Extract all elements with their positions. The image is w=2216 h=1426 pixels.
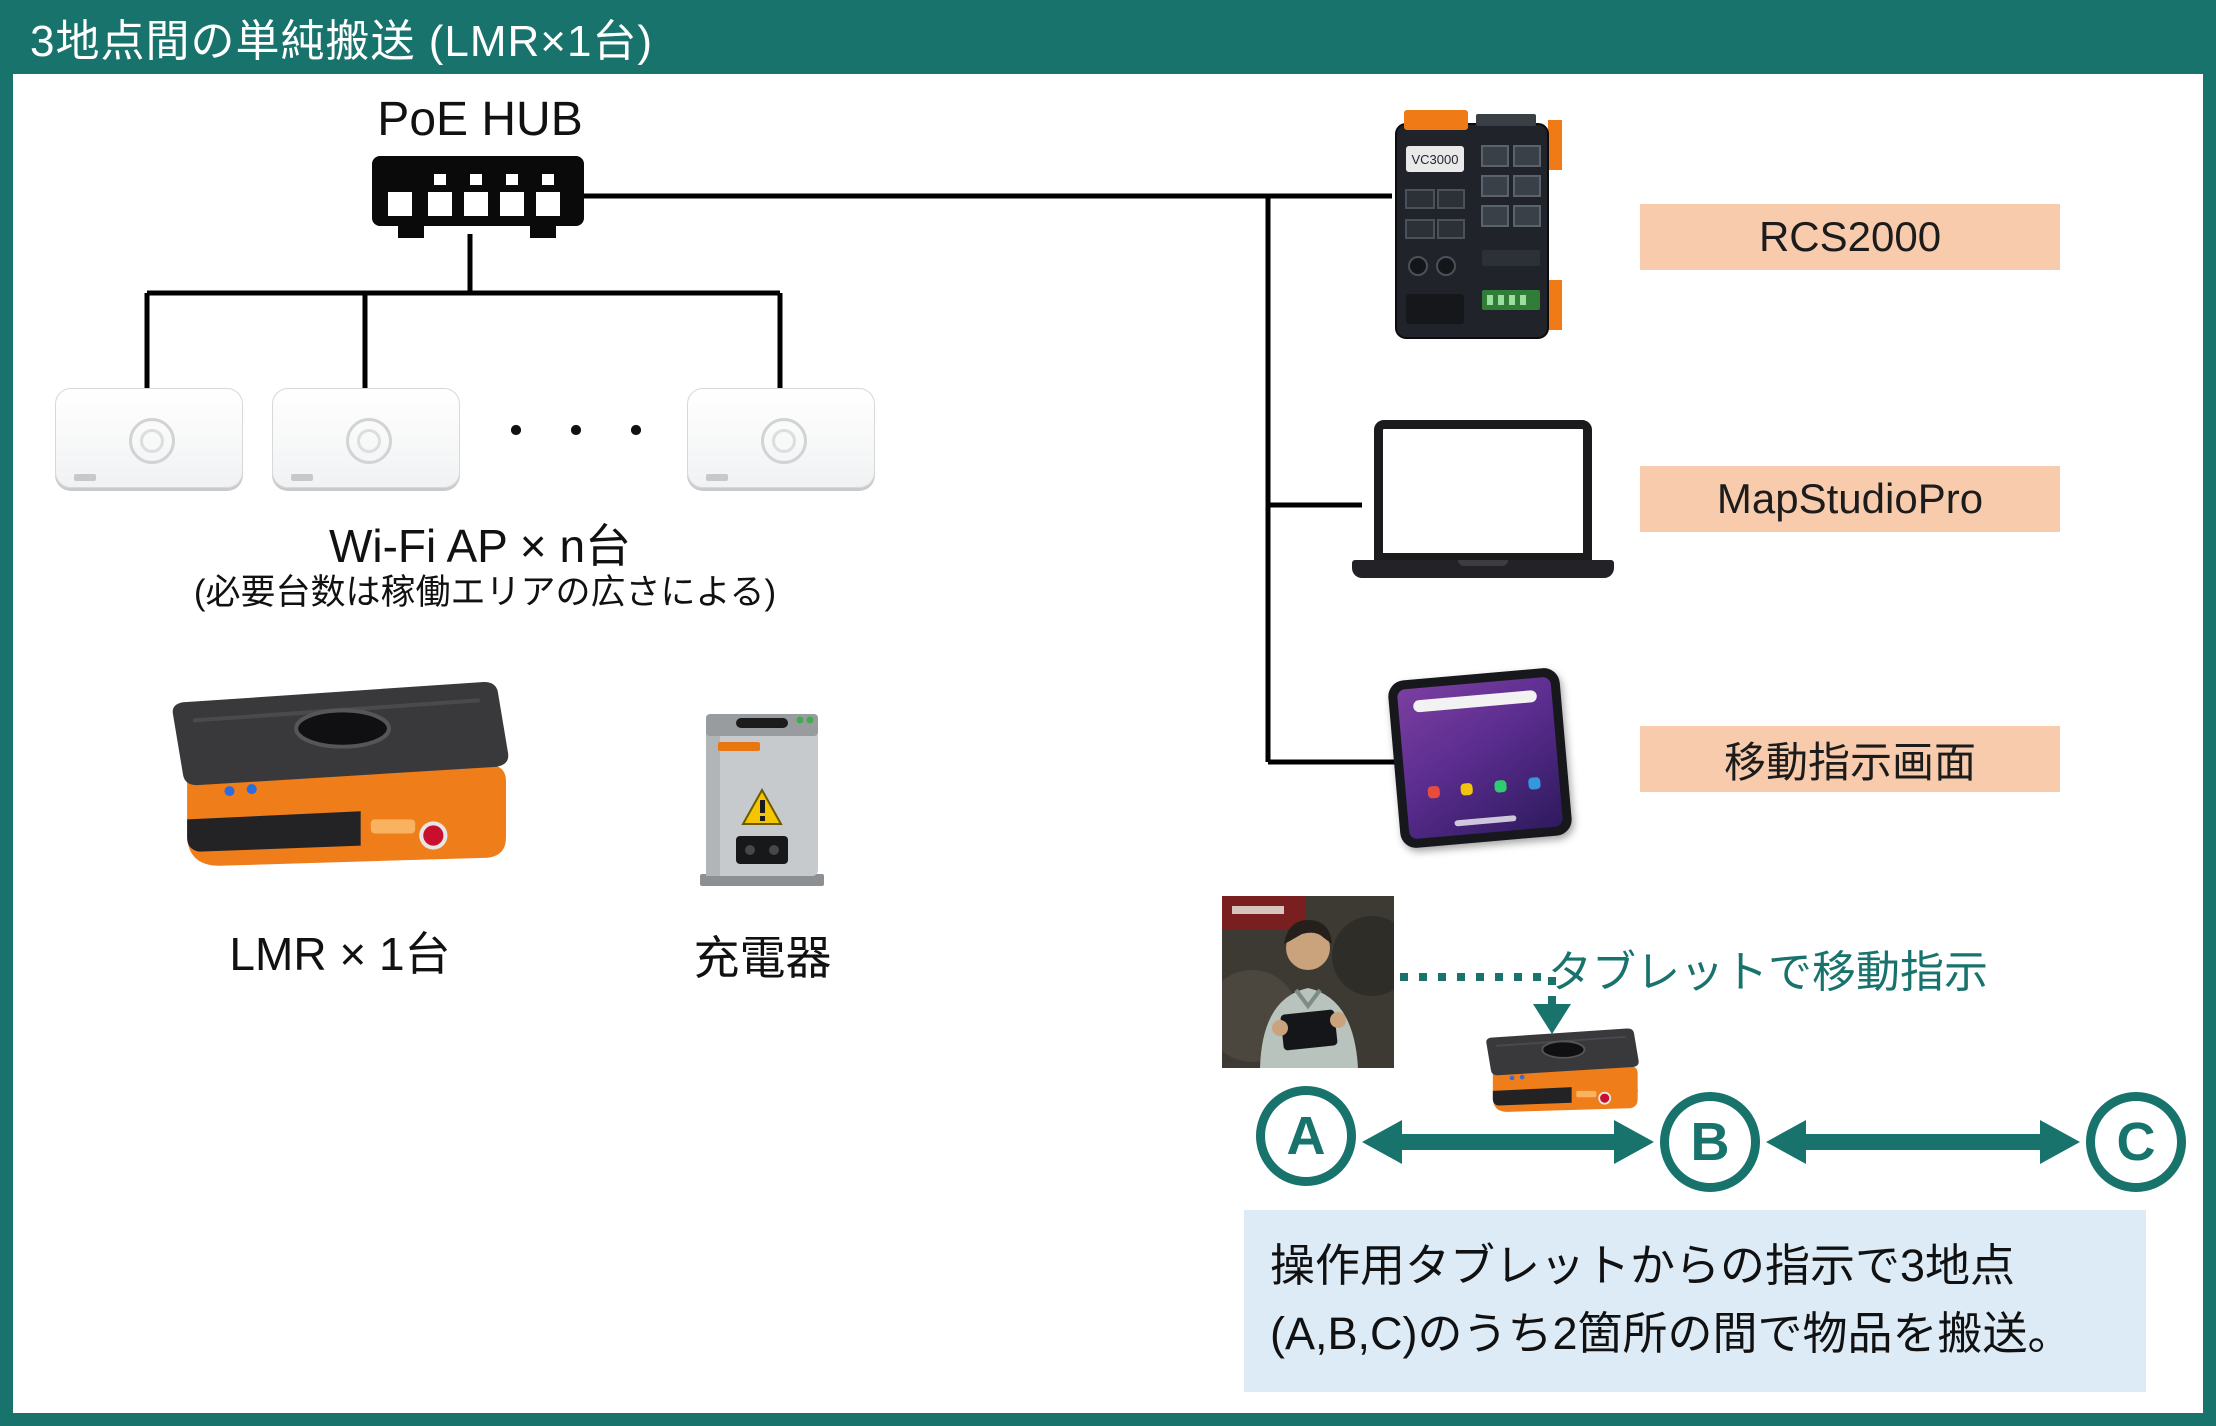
tablet-instruction-text: タブレットで移動指示 <box>1548 948 1988 997</box>
point-c-label: C <box>2116 1112 2156 1172</box>
tablet-device-illustration <box>1387 666 1573 850</box>
rcs2000-device-illustration: VC3000 <box>1395 110 1562 339</box>
wifi-ap-label: Wi-Fi AP × n台 <box>328 520 632 572</box>
ap-logo-ring <box>346 418 392 464</box>
tablet-app-icon <box>1460 782 1474 796</box>
wifi-ap-note: (必要台数は稼働エリアの広さによる) <box>193 573 777 612</box>
charger-illustration <box>700 714 824 886</box>
tablet-search-bar <box>1413 689 1537 713</box>
mapstudiopro-label-text: MapStudioPro <box>1716 475 1984 522</box>
scenario-description-box: 操作用タブレットからの指示で3地点 (A,B,C)のうち2箇所の間で物品を搬送。 <box>1244 1210 2146 1392</box>
ap-logo-ring <box>129 418 175 464</box>
tablet-app-icon <box>1528 776 1542 790</box>
point-b-label: B <box>1690 1112 1730 1172</box>
charger-label: 充電器 <box>693 932 832 984</box>
lmr-robot-small-illustration <box>1480 1022 1645 1123</box>
move-screen-label: 移動指示画面 <box>1640 726 2060 792</box>
scenario-description-line2: (A,B,C)のうち2箇所の間で物品を搬送。 <box>1270 1307 2073 1359</box>
mapstudiopro-label: MapStudioPro <box>1640 466 2060 532</box>
point-node-a: A <box>1256 1086 1356 1186</box>
ap-logo-ring-inner <box>140 429 164 453</box>
laptop-illustration <box>1352 420 1614 592</box>
tablet-screen <box>1396 676 1564 840</box>
poe-hub-label: PoE HUB <box>377 93 583 146</box>
tablet-app-icon <box>1426 785 1440 799</box>
lmr-robot-illustration <box>158 668 523 890</box>
double-arrow-b-c <box>1766 1120 2080 1164</box>
ap-port <box>74 474 96 481</box>
poe-hub-icon <box>372 156 584 238</box>
wifi-ap-device <box>272 388 460 488</box>
scenario-description-line1: 操作用タブレットからの指示で3地点 <box>1270 1240 2016 1291</box>
lmr-label: LMR × 1台 <box>229 928 451 980</box>
wifi-ap-device <box>687 388 875 488</box>
tablet-nav-bar <box>1454 815 1517 827</box>
ap-port <box>706 474 728 481</box>
ap-logo-ring <box>761 418 807 464</box>
rcs2000-label: RCS2000 <box>1640 204 2060 270</box>
wifi-ap-device <box>55 388 243 488</box>
tablet-app-icon <box>1494 779 1508 793</box>
ap-logo-ring-inner <box>357 429 381 453</box>
point-node-b: B <box>1660 1092 1760 1192</box>
laptop-base <box>1352 560 1614 578</box>
operator-photo <box>1222 896 1394 1068</box>
ap-logo-ring-inner <box>772 429 796 453</box>
laptop-screen <box>1374 420 1592 562</box>
rcs-badge-text: VC3000 <box>1412 152 1459 167</box>
ap-port <box>291 474 313 481</box>
move-screen-label-text: 移動指示画面 <box>1723 738 1976 786</box>
title-bar: 3地点間の単純搬送 (LMR×1台) <box>0 0 2216 74</box>
ellipsis-dots: ・・・ <box>495 408 676 455</box>
point-node-c: C <box>2086 1092 2186 1192</box>
page-title: 3地点間の単純搬送 (LMR×1台) <box>30 17 654 66</box>
rcs2000-label-text: RCS2000 <box>1758 213 1942 260</box>
double-arrow-a-b <box>1362 1120 1654 1164</box>
point-a-label: A <box>1286 1106 1326 1166</box>
laptop-hinge <box>1458 560 1508 566</box>
